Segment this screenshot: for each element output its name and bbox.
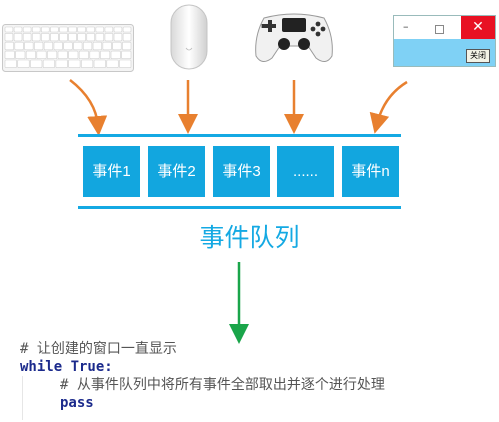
gamepad-icon — [255, 13, 333, 62]
close-icon[interactable]: ✕ — [461, 16, 495, 39]
queue-bottom-line — [78, 206, 401, 209]
event-box-n: 事件n — [342, 146, 399, 197]
code-pass-line: pass — [60, 395, 94, 411]
event-box-1: 事件1 — [83, 146, 140, 197]
close-button[interactable]: 关闭 — [466, 49, 490, 63]
event-box-3: 事件3 — [213, 146, 270, 197]
code-while-line: while True: — [20, 359, 113, 375]
code-indent-guide — [22, 376, 23, 420]
keyboard-icon — [2, 24, 134, 72]
keyboard-arrow — [69, 79, 108, 136]
event-box-ellipsis: ...... — [277, 146, 334, 197]
window-arrow — [369, 80, 408, 134]
window-preview: – ✕ 关闭 — [393, 15, 496, 67]
queue-label: 事件队列 — [199, 223, 300, 252]
queue-top-line — [78, 134, 401, 137]
minimize-icon[interactable]: – — [403, 20, 409, 33]
event-box-2: 事件2 — [148, 146, 205, 197]
code-comment-2: # 从事件队列中将所有事件全部取出并逐个进行处理 — [60, 377, 385, 393]
code-block: # 让创建的窗口一直显示 while True: # 从事件队列中将所有事件全部取出… — [20, 340, 385, 412]
code-comment-1: # 让创建的窗口一直显示 — [20, 341, 177, 357]
mouse-icon — [170, 4, 208, 70]
maximize-icon[interactable] — [435, 25, 444, 34]
